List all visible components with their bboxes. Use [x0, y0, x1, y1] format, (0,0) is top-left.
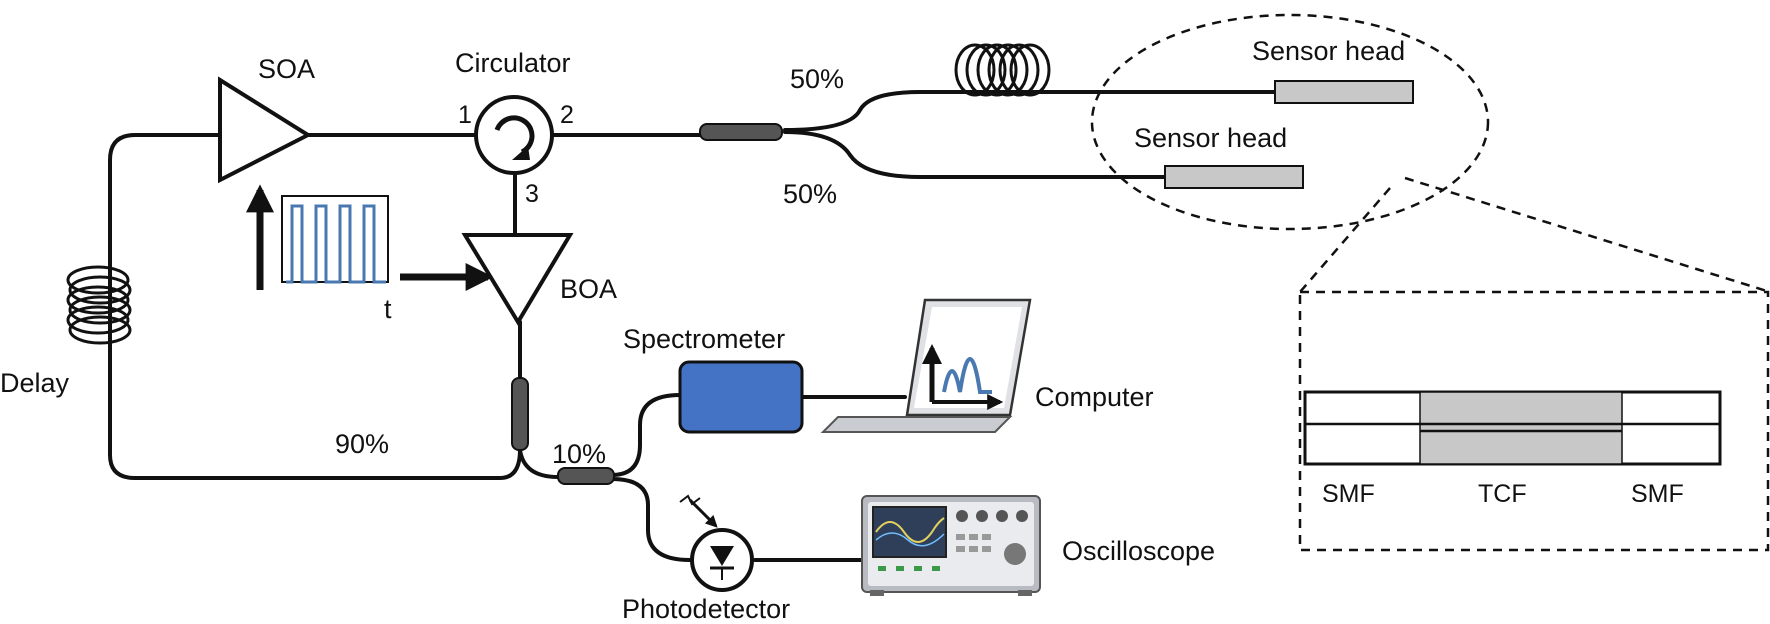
computer-label: Computer	[1035, 382, 1154, 412]
soa-amplifier	[218, 76, 313, 184]
coupler-90-10	[511, 377, 529, 451]
ninety-percent-label: 90%	[335, 429, 389, 459]
fiber-coupler-to-10	[518, 448, 560, 479]
coupler-10-split	[557, 467, 615, 485]
fiber-split-top	[783, 90, 1292, 132]
port-2-label: 2	[560, 101, 574, 129]
sensor-head-2-label: Sensor head	[1134, 123, 1287, 153]
time-label: t	[384, 294, 392, 324]
sensor-head-1-label: Sensor head	[1252, 36, 1405, 66]
spectrometer-box	[678, 360, 804, 434]
split-top-label: 50%	[790, 64, 844, 94]
fiber-loop-left	[108, 133, 522, 480]
circular-arrow-icon	[494, 115, 535, 155]
sensor-head-1	[1274, 80, 1414, 104]
light-zigzag	[679, 494, 701, 506]
soa-label: SOA	[258, 54, 315, 84]
smf-left-label: SMF	[1322, 480, 1375, 508]
zoom-line-left	[1299, 187, 1391, 293]
laptop-icon	[820, 298, 1032, 433]
spectrometer-label: Spectrometer	[623, 324, 785, 354]
boa-label: BOA	[560, 274, 617, 304]
fiber-to-photodetector	[610, 477, 692, 562]
tcf-segment	[1419, 391, 1623, 465]
oscilloscope-label: Oscilloscope	[1062, 536, 1215, 566]
coupler-output	[699, 123, 783, 141]
circulator-label: Circulator	[455, 48, 571, 78]
ten-percent-label: 10%	[552, 439, 606, 469]
light-arrow	[688, 498, 718, 528]
pulse-train-waveform	[286, 204, 386, 284]
delay-fiber-coil-icon	[66, 265, 132, 345]
photodetector-label: Photodetector	[622, 594, 790, 624]
sensor-head-2	[1164, 165, 1304, 189]
photodiode-icon	[710, 546, 734, 580]
circulator	[474, 95, 554, 175]
port-3-label: 3	[525, 180, 539, 208]
sensor-region-ellipse	[1090, 13, 1490, 231]
fiber-coil-icon	[954, 43, 1051, 97]
oscilloscope-icon	[861, 495, 1041, 596]
delay-label: Delay	[0, 368, 70, 398]
smf-right-label: SMF	[1631, 480, 1684, 508]
boa-amplifier	[461, 233, 574, 326]
split-bottom-label: 50%	[783, 179, 837, 209]
port-1-label: 1	[458, 101, 472, 129]
fiber-to-spectrometer	[610, 393, 682, 477]
zoom-line-right	[1404, 176, 1770, 294]
tcf-label: TCF	[1478, 480, 1527, 508]
sensor-detail-box	[1298, 290, 1770, 552]
circular-arrowhead	[512, 146, 530, 160]
fiber-split-bottom	[783, 130, 1172, 179]
pulse-train-box	[281, 195, 389, 283]
